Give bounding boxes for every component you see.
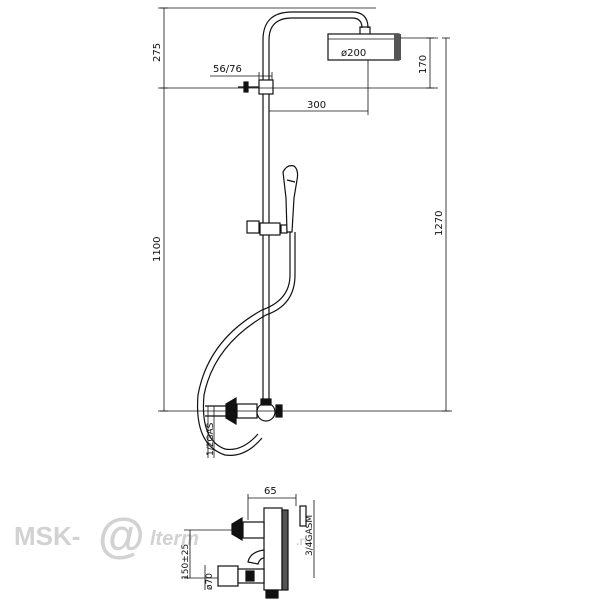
shower-head-edge	[394, 34, 401, 60]
label-mixer-depth: 65	[264, 486, 277, 497]
watermark-at-symbol: @	[98, 510, 145, 563]
hand-shower	[282, 165, 299, 233]
label-top-height: 275	[152, 43, 163, 62]
label-head-diameter: ø200	[341, 48, 366, 59]
mixer-dimension-labels: 65 3/4GASM 150±25 ø70	[181, 486, 315, 590]
hose-inner	[202, 232, 296, 451]
mixer-spout	[247, 549, 265, 565]
thermostatic-mixer	[217, 505, 307, 599]
bracket-plate	[243, 81, 249, 93]
label-total-height: 1270	[434, 211, 445, 236]
slide-holder-body	[259, 222, 281, 236]
label-mixer-outlet: ø70	[205, 573, 215, 590]
label-head-offset: 170	[418, 55, 429, 74]
upper-knob	[242, 521, 265, 539]
bottom-outlet	[265, 589, 279, 599]
mixer-dimension-lines	[184, 494, 315, 590]
mixer-back	[281, 509, 289, 591]
hand-shower-face	[286, 179, 296, 183]
mixer-body	[263, 507, 283, 591]
wall-bracket	[238, 79, 274, 95]
label-mixer-inlet: 3/4GASM	[305, 515, 315, 556]
upper-knob-nut	[231, 516, 243, 542]
diverter-body	[256, 402, 276, 422]
mixer-wall-inlet	[299, 505, 307, 527]
hose-outer	[196, 232, 291, 456]
label-mixer-centers: 150±25	[181, 544, 191, 580]
label-arm-length: 300	[307, 100, 326, 111]
label-wall-bracket: 56/76	[213, 64, 242, 75]
lower-knob-nut	[245, 570, 255, 582]
lower-knob-cap	[217, 565, 239, 587]
label-rail-height: 1100	[152, 237, 163, 262]
elbow-outer	[262, 11, 369, 41]
label-hose-inlet: 1/2GAS	[206, 422, 216, 456]
diverter-top-cap	[260, 398, 272, 406]
shower-column	[262, 11, 371, 405]
watermark-suffix: .ru	[296, 534, 311, 548]
dimension-labels: 275 1100 56/76 ø200 170 300 1270 1/2GAS	[152, 43, 445, 456]
hand-shower-assembly	[196, 165, 299, 456]
watermark: MSK- @ lterm .ru	[14, 510, 311, 563]
watermark-brand-left: MSK-	[14, 521, 80, 551]
shower-head	[327, 33, 401, 61]
slide-holder-knob	[280, 224, 288, 234]
slide-holder-left	[246, 220, 260, 234]
dimension-lines	[158, 7, 452, 458]
watermark-brand-right: lterm	[150, 528, 199, 550]
bracket-clamp	[258, 79, 274, 95]
elbow-inner	[268, 17, 363, 41]
